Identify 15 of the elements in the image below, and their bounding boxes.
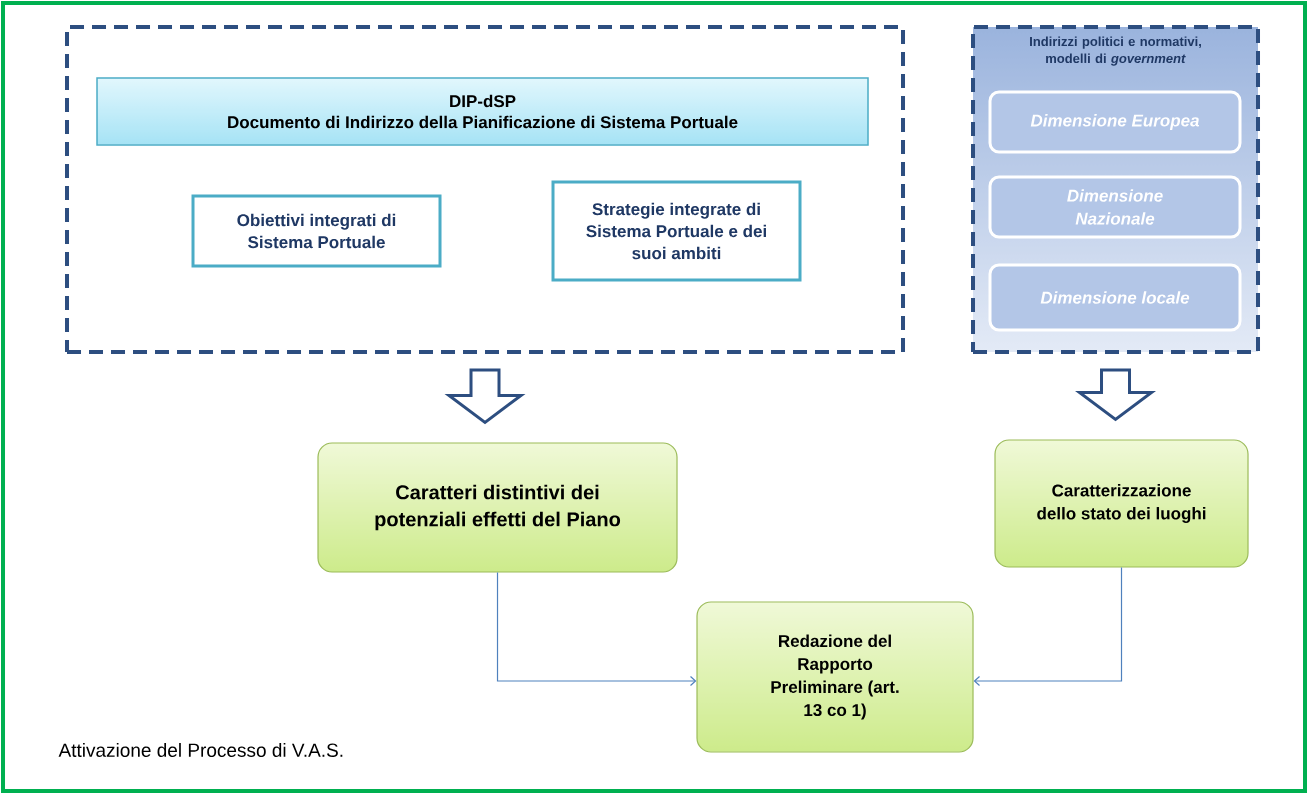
process-box: Caratterizzazione dello stato dei luoghi	[994, 439, 1249, 568]
block-arrow	[1075, 368, 1156, 422]
process-box: Redazione del Rapporto Preliminare (art. 13 co 1)	[696, 601, 974, 753]
rounded-box: Dimensione locale	[988, 263, 1242, 332]
arrow	[973, 567, 1123, 687]
block-arrow	[444, 368, 526, 425]
rounded-box: Dimensione Nazionale	[988, 175, 1242, 239]
text-box: Obiettivi integrati di Sistema Portuale	[191, 194, 442, 268]
process-box: Caratteri distintivi dei potenziali effetti del Piano	[317, 442, 678, 573]
arrow	[496, 572, 697, 687]
title-band: DIP-dSP Documento di Indirizzo della Pianificazione di Sistema Portuale	[96, 77, 869, 146]
panel-heading: Indirizzi politici e normativi, modelli di government	[1030, 36, 1201, 66]
rounded-box: Dimensione Europea	[988, 90, 1242, 154]
text-box: Strategie integrate di Sistema Portuale e dei suoi ambiti	[551, 180, 802, 282]
caption-text: Attivazione del Processo di V.A.S.	[58, 743, 343, 757]
